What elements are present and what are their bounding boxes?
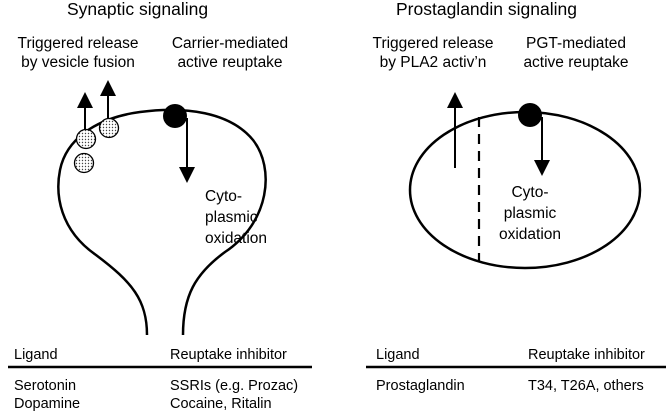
vesicle [98, 117, 120, 139]
table-row: T34, T26A, others [528, 378, 644, 394]
vesicle [75, 128, 97, 150]
table-row: Serotonin Dopamine [14, 378, 81, 412]
release-label: Triggered release by vesicle fusion [17, 35, 139, 71]
reuptake-label: PGT-mediated active reuptake [523, 35, 629, 71]
pgt-transporter [518, 103, 542, 127]
release-label: Triggered release by PLA2 activ’n [372, 35, 494, 71]
carrier-transporter [163, 104, 187, 128]
table-header-ligand: Ligand [376, 347, 420, 363]
table-row: SSRIs (e.g. Prozac) Cocaine, Ritalin [170, 378, 299, 412]
table-header-inhibitor: Reuptake inhibitor [170, 347, 287, 363]
panel-title: Synaptic signaling [67, 0, 209, 19]
table-row: Prostaglandin [376, 378, 465, 394]
oxidation-label: Cyto- plasmic oxidation [498, 184, 562, 243]
synapse-terminal-outline [57, 108, 267, 336]
oxidation-label: Cyto- plasmic oxidation [205, 188, 268, 247]
reuptake-label: Carrier-mediated active reuptake [171, 35, 289, 71]
vesicle [73, 152, 95, 174]
panel-title: Prostaglandin signaling [396, 0, 577, 19]
table-header-ligand: Ligand [14, 347, 58, 363]
table-header-inhibitor: Reuptake inhibitor [528, 347, 645, 363]
